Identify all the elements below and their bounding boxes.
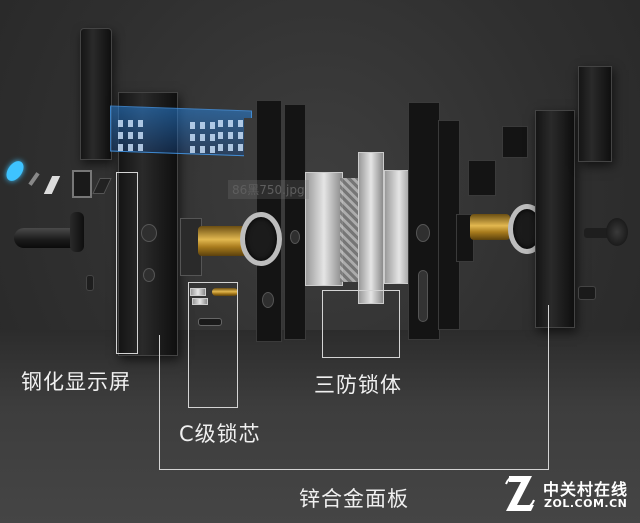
front-panel-hole-2 bbox=[143, 268, 155, 282]
callout-box-cylinder bbox=[188, 282, 238, 408]
small-metal-plate bbox=[43, 176, 61, 194]
front-panel-hole-1 bbox=[141, 224, 157, 242]
small-pin-part bbox=[28, 172, 40, 186]
callout-line-panel-right bbox=[548, 305, 549, 470]
gasket-plate-2 bbox=[284, 104, 306, 340]
zol-name-en: ZOL.COM.CN bbox=[544, 497, 628, 510]
callout-line-panel-left bbox=[159, 335, 160, 470]
rear-panel bbox=[535, 110, 575, 328]
rear-small-knob bbox=[578, 286, 596, 300]
sensor-bracket bbox=[72, 170, 92, 198]
gasket-hole-3 bbox=[290, 230, 300, 244]
gasket-hole-4 bbox=[416, 224, 430, 242]
display-keypad-1 bbox=[118, 120, 144, 151]
handle-screw bbox=[86, 275, 94, 291]
rear-module-2 bbox=[502, 126, 528, 158]
callout-box-display bbox=[116, 172, 138, 354]
label-c-grade-cylinder: C级锁芯 bbox=[179, 422, 261, 446]
display-keypad-2 bbox=[190, 122, 216, 153]
cylinder-ring bbox=[240, 212, 282, 266]
rear-top-cover bbox=[578, 66, 612, 162]
gasket-hole-2 bbox=[262, 292, 274, 308]
rear-knob bbox=[606, 218, 628, 246]
label-lock-body: 三防锁体 bbox=[314, 373, 402, 397]
handle-flare bbox=[70, 212, 84, 252]
cylinder-clip-2 bbox=[192, 298, 208, 305]
c-grade-cylinder-brass bbox=[198, 226, 248, 256]
zol-z-icon bbox=[505, 476, 535, 511]
gasket-slot-1 bbox=[418, 270, 428, 322]
door-handle bbox=[14, 228, 84, 248]
floor-gradient bbox=[0, 330, 640, 523]
zol-name-cn: 中关村在线 bbox=[543, 480, 629, 499]
zol-watermark-logo: 中关村在线 ZOL.COM.CN bbox=[500, 472, 635, 516]
small-clip bbox=[92, 178, 112, 194]
lock-body-bolt-strip bbox=[358, 152, 384, 304]
rear-module-1 bbox=[468, 160, 496, 196]
rear-cylinder-brass bbox=[470, 214, 510, 240]
small-bracket bbox=[198, 318, 222, 326]
overlay-filename-tag: 86黑750.jpg bbox=[228, 180, 309, 199]
lock-body-plate-front bbox=[305, 172, 343, 286]
label-zinc-alloy-panel: 锌合金面板 bbox=[299, 487, 409, 511]
fingerprint-sensor-part bbox=[2, 157, 28, 185]
rear-knob-shaft bbox=[584, 228, 610, 238]
display-keypad-3 bbox=[218, 120, 244, 151]
cylinder-key-pin bbox=[212, 288, 238, 296]
label-tempered-display: 钢化显示屏 bbox=[21, 370, 131, 394]
callout-box-lock-body bbox=[322, 290, 400, 358]
front-top-cover bbox=[80, 28, 112, 160]
callout-line-panel-bottom bbox=[159, 469, 549, 470]
cylinder-clip-1 bbox=[190, 288, 206, 296]
